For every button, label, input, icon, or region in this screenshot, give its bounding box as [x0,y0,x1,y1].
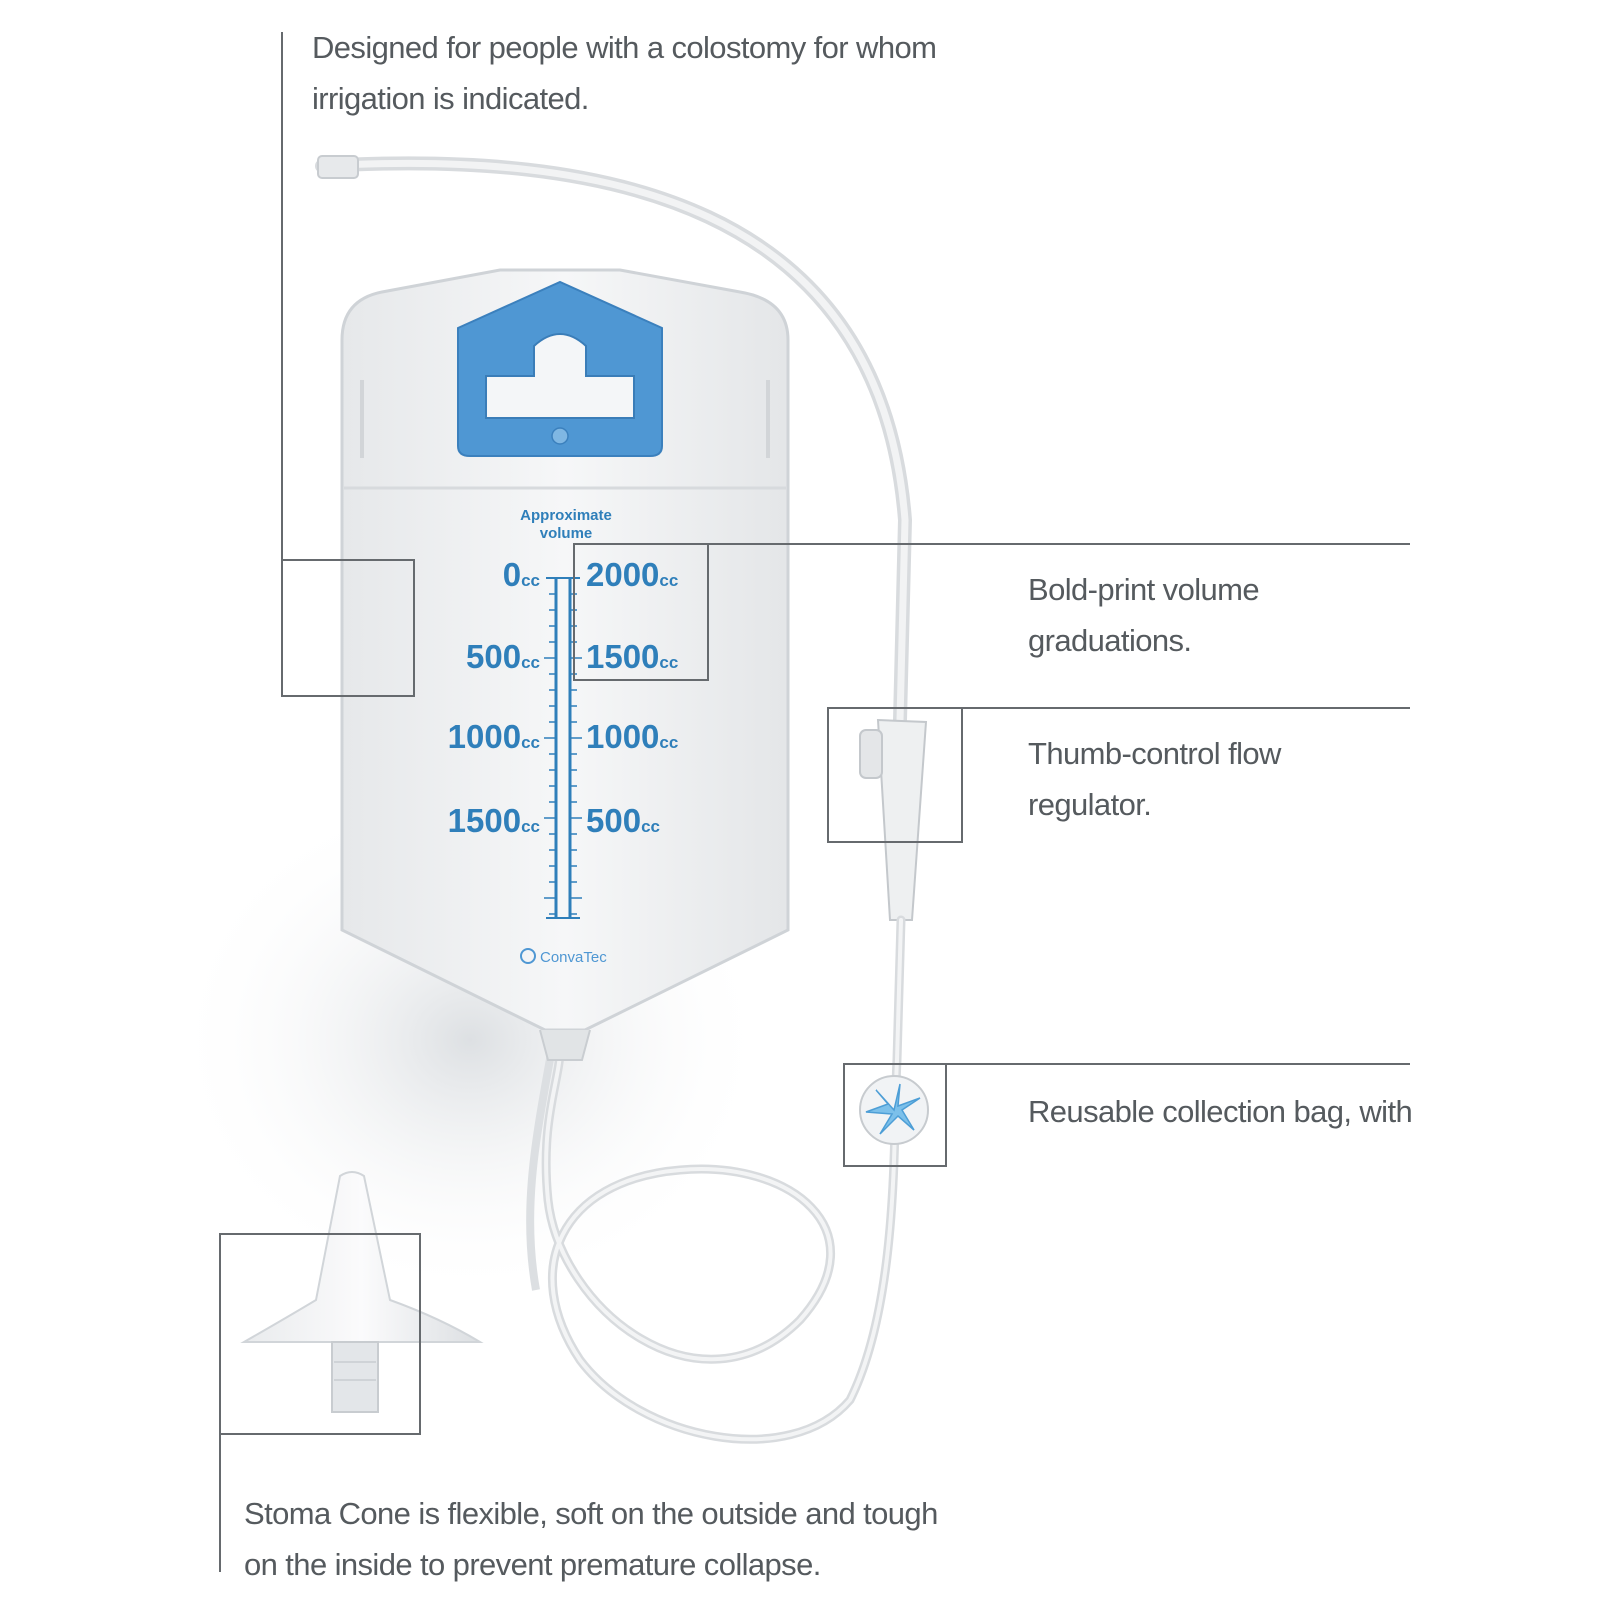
callout-volume [573,543,1410,681]
paddle-wheel-icon [859,1075,929,1145]
irrigation-bag [340,268,790,1032]
callout-paddle [843,1063,1410,1167]
scale-label-right: 2000cc [586,556,678,593]
flow-regulator-icon [859,718,928,921]
scale-label-right: 500cc [586,802,660,839]
callout-cone [219,1233,421,1572]
callout-designed [281,32,415,697]
bag-outlet-tube [526,1029,559,1291]
convatec-logo: ConvaTec [520,948,607,966]
callout-lines [219,32,1410,1572]
scale-label-left: 0cc [503,556,540,593]
hanger-icon [457,280,663,457]
scale-label-left: 1500cc [448,802,540,839]
caption-designed-for: Designed for people with a colostomy for… [312,30,937,116]
caption-volume-graduations: Bold-print volume graduations. [1028,572,1260,658]
tube-tip-connector [317,155,359,179]
volume-scale-ticks [544,577,582,919]
scale-label-right: 1500cc [586,638,678,675]
scale-label-left: 1000cc [448,718,540,755]
callout-thumb [827,707,1410,843]
scale-title-line1: Approximate [520,507,612,524]
svg-text:ConvaTec: ConvaTec [540,949,607,966]
caption-thumb-control: Thumb-control flow regulator. [1028,736,1281,822]
volume-scale-labels: 0cc 500cc 1000cc 1500cc 2000cc 1500cc 1000cc 50… [448,556,679,839]
stoma-cone-icon [240,1171,484,1413]
caption-collection-bag: Reusable collection bag, with an exclusi… [1028,1094,1414,1129]
scale-title-line2: volume [540,525,593,542]
scale-label-right: 1000cc [586,718,678,755]
scale-label-left: 500cc [466,638,540,675]
caption-stoma-cone: Stoma Cone is flexible, soft on the outs… [244,1496,938,1582]
